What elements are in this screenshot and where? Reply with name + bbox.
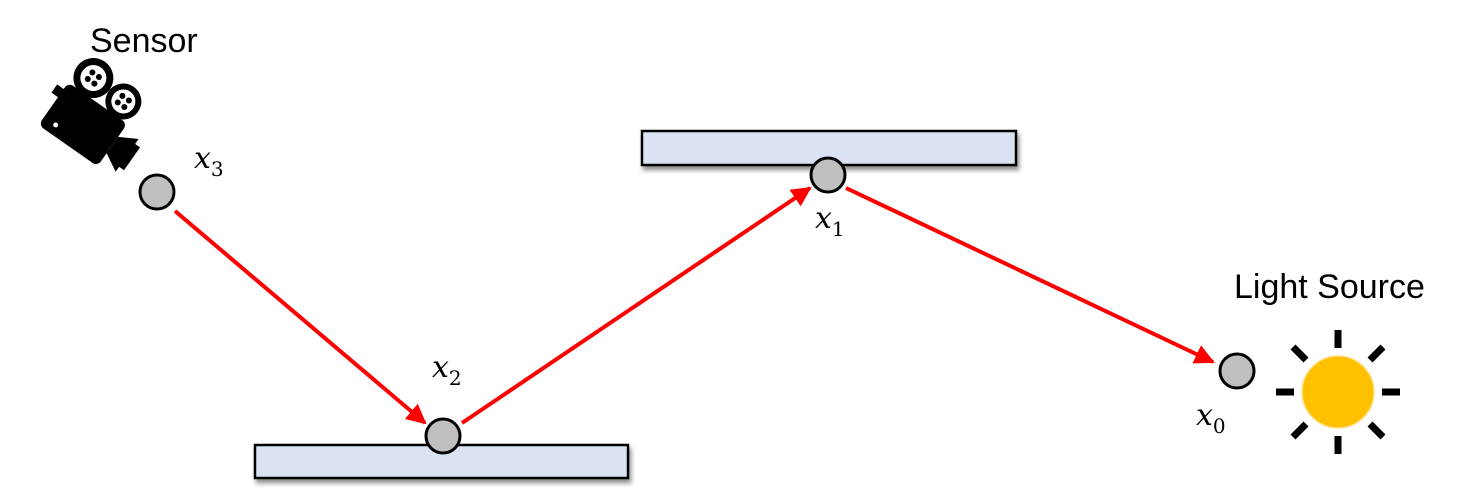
path-edge-x3-x2 xyxy=(173,209,427,425)
path-edge-x1-x0 xyxy=(845,186,1215,364)
light-source-label: Light Source xyxy=(1234,268,1425,306)
vertex-x2 xyxy=(424,417,462,455)
label-x2: x2 xyxy=(432,350,462,390)
label-x0: x0 xyxy=(1196,398,1226,438)
vertex-x3 xyxy=(138,173,176,211)
sensor-label: Sensor xyxy=(90,22,198,60)
camera-icon xyxy=(40,58,142,172)
sun-icon xyxy=(1276,330,1400,454)
label-x3: x3 xyxy=(194,141,224,181)
vertex-x0 xyxy=(1218,352,1256,390)
path-edge-x2-x1 xyxy=(460,186,812,425)
vertex-x1 xyxy=(809,156,847,194)
label-x1: x1 xyxy=(815,201,845,241)
